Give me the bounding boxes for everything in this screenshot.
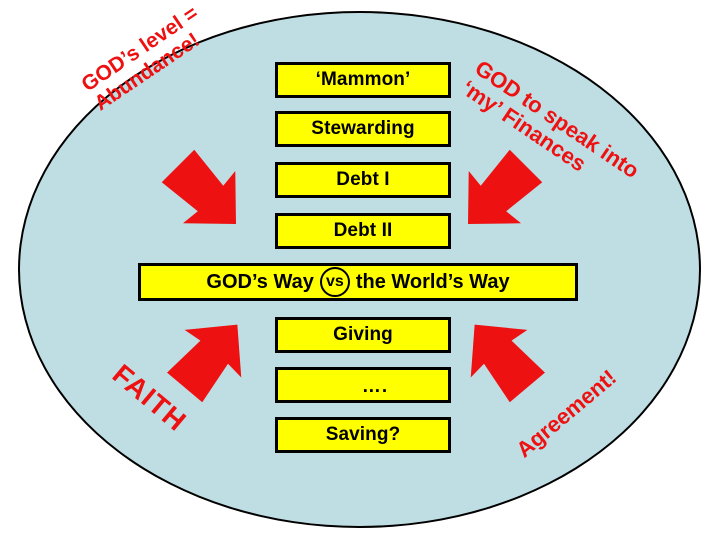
box-dots[interactable]: …. (275, 367, 451, 403)
center-bar-gods-way-vs-worlds-way[interactable]: GOD’s Way vs the World’s Way (138, 263, 578, 301)
center-bar-left-text: GOD’s Way (206, 270, 314, 293)
vs-label: vs (325, 273, 344, 290)
box-dots-label: …. (361, 376, 389, 397)
box-debt-i-label: Debt I (336, 169, 390, 190)
box-giving[interactable]: Giving (275, 317, 451, 353)
center-bar-right-text: the World’s Way (355, 270, 510, 293)
box-mammon[interactable]: ‘Mammon’ (275, 62, 451, 98)
box-stewarding[interactable]: Stewarding (275, 111, 451, 147)
box-mammon-label: ‘Mammon’ (315, 69, 411, 90)
box-stewarding-label: Stewarding (311, 118, 415, 139)
box-giving-label: Giving (333, 324, 393, 345)
box-saving-label: Saving? (325, 424, 401, 445)
arrow-bottom-left-up-right-icon (153, 298, 268, 414)
vs-circle: vs (319, 267, 350, 297)
arrow-top-right-down-left-icon (439, 137, 555, 253)
arrow-bottom-right-up-left-icon (443, 298, 558, 414)
arrow-top-left-down-right-icon (149, 137, 265, 253)
box-debt-i[interactable]: Debt I (275, 162, 451, 198)
box-debt-ii[interactable]: Debt II (275, 213, 451, 249)
box-debt-ii-label: Debt II (333, 220, 393, 241)
box-saving[interactable]: Saving? (275, 417, 451, 453)
